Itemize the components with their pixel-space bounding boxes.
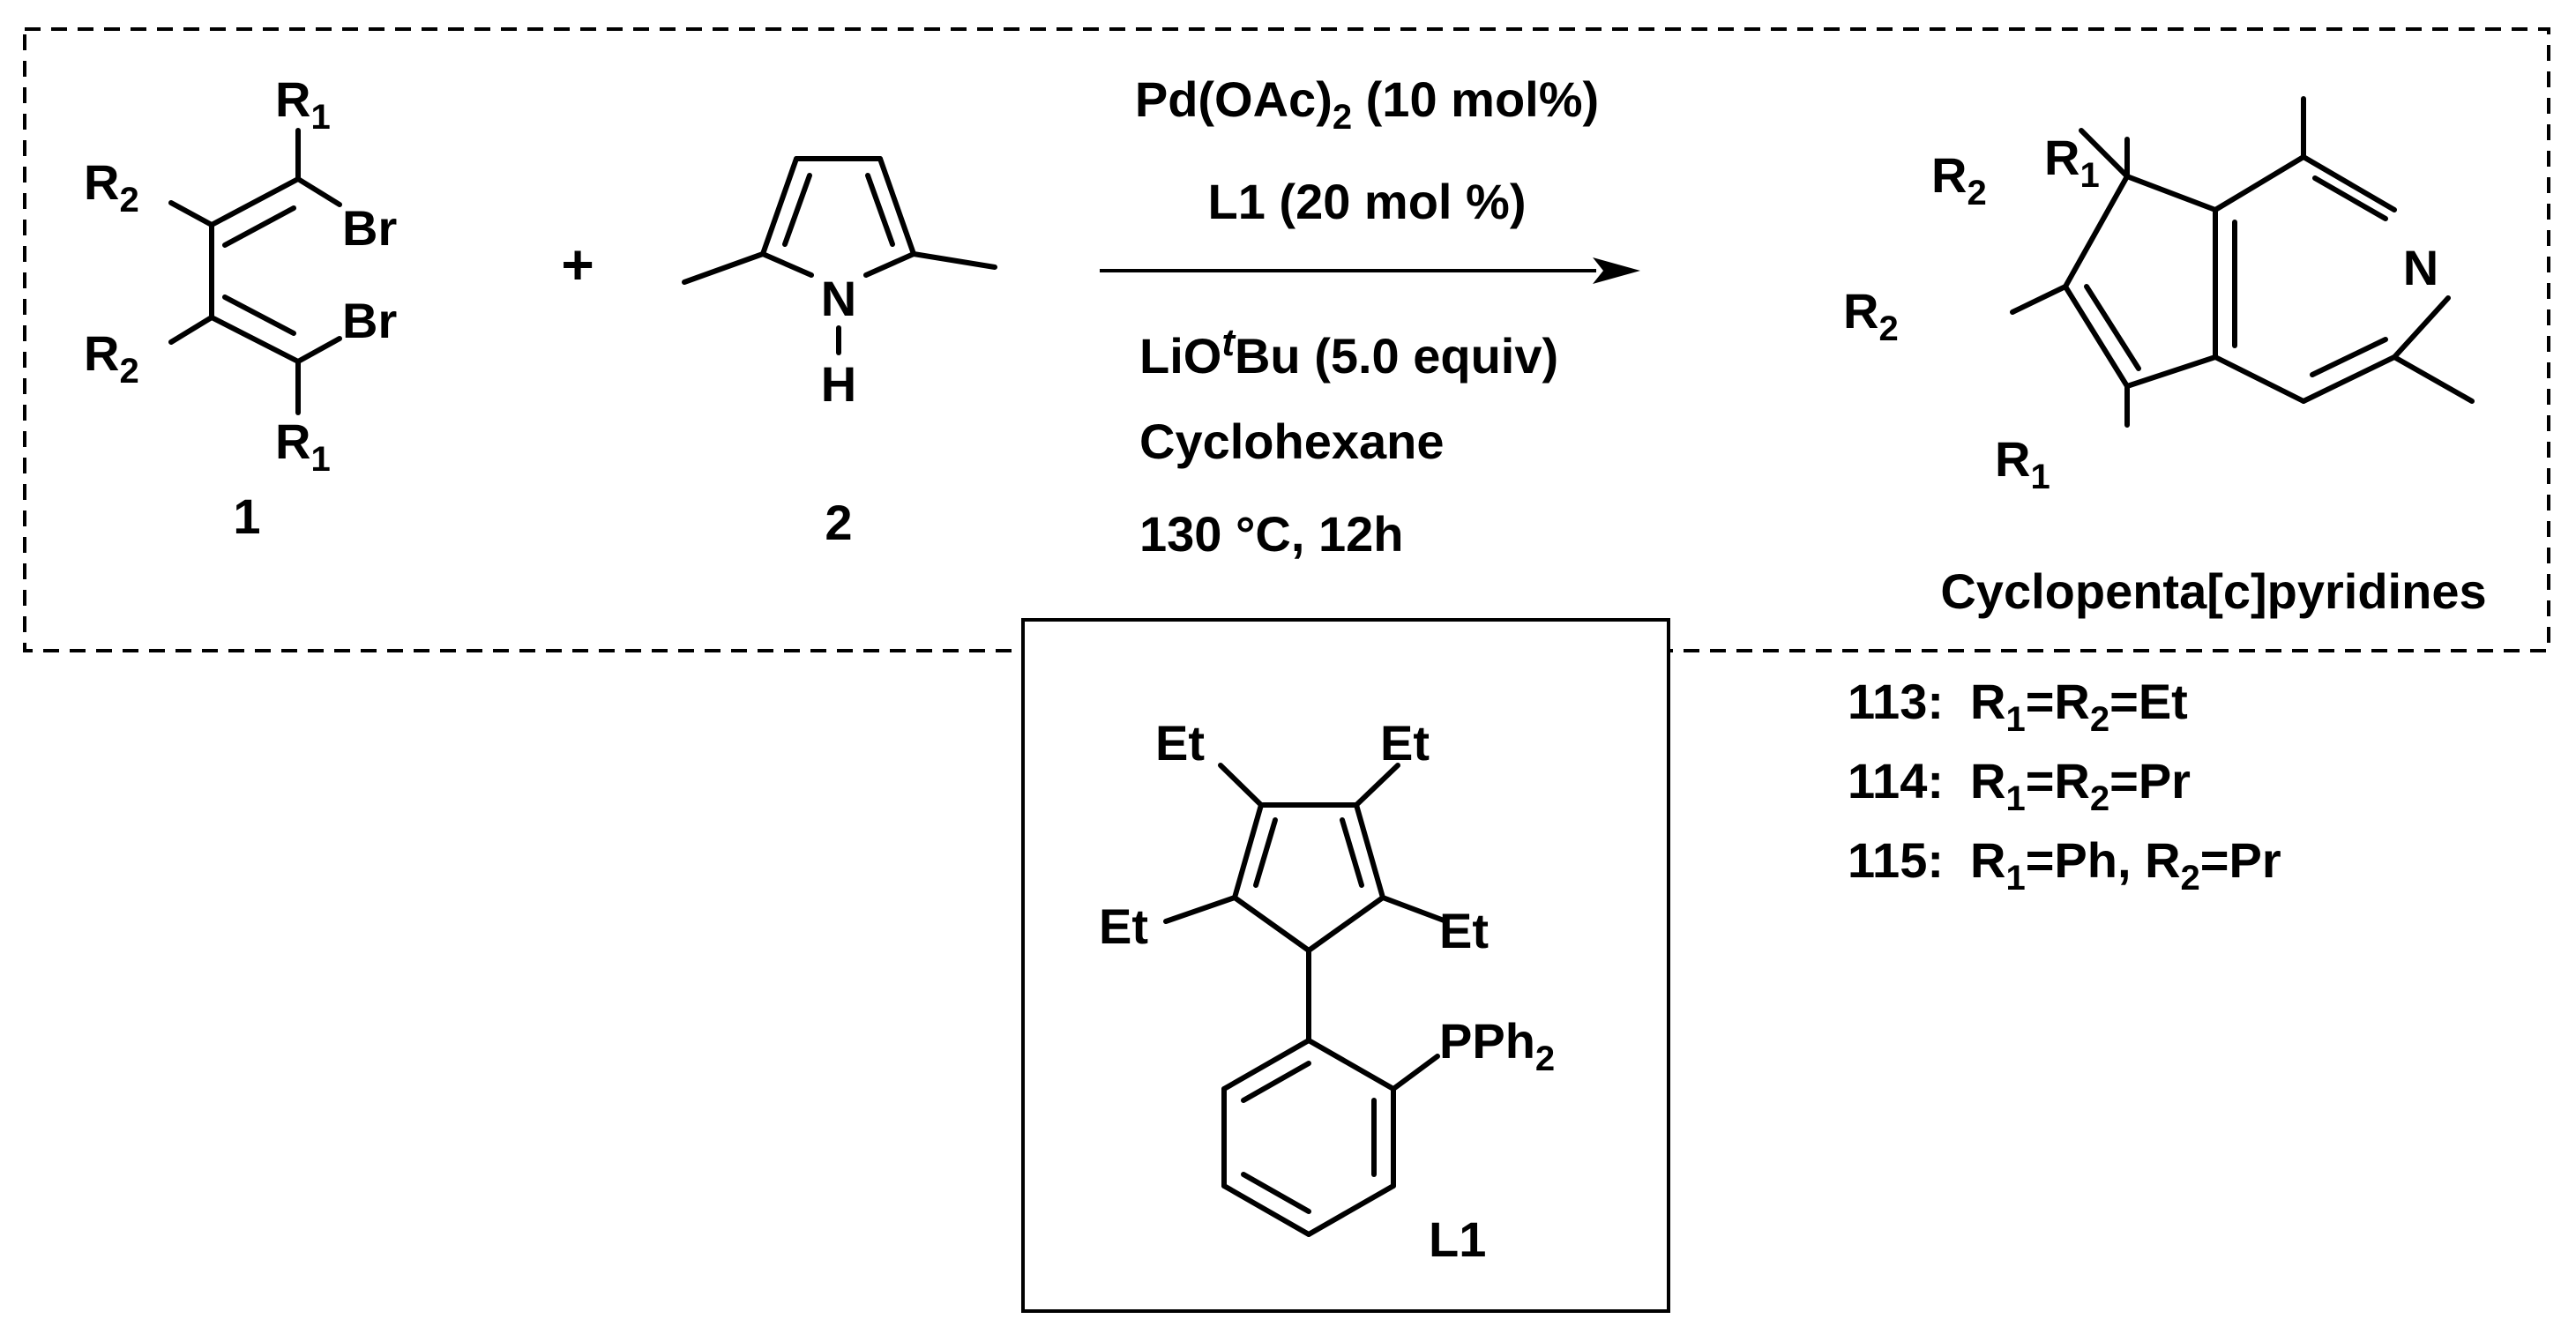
pyrrole-h-label: H [821, 356, 856, 412]
compound-1-label: 1 [233, 488, 260, 544]
ligand-bonds [1163, 763, 1449, 1237]
reactant-1-bonds [168, 128, 342, 415]
r2-top-label: R2 [84, 154, 139, 220]
entry-113: 113:R1=R2=Et [1848, 674, 2188, 739]
entry-115: 115:R1=Ph, R2=Pr [1848, 832, 2281, 898]
ligand-et-top-right: Et [1380, 715, 1430, 771]
plus-sign: + [561, 233, 594, 296]
product-name: Cyclopenta[c]pyridines [1940, 563, 2486, 619]
product-n-label: N [2403, 240, 2438, 295]
product-r1-quaternary-label: R1 [2044, 130, 2100, 195]
br-top-label: Br [342, 200, 397, 256]
reaction-arrow-head [1593, 257, 1640, 284]
pyrrole-n-label: N [821, 271, 856, 326]
reaction-conditions: Pd(OAc)2 (10 mol%) L1 (20 mol %) LiOtBu … [1100, 71, 1640, 562]
r1-top-label: R1 [275, 71, 331, 137]
reactant-2-bonds [682, 156, 997, 355]
r1-bottom-label: R1 [275, 414, 331, 479]
ligand-et-bottom-right: Et [1439, 903, 1489, 958]
product-r2-vinyl-label: R2 [1843, 283, 1899, 348]
ligand-et-top-left: Et [1155, 715, 1205, 771]
product-r1-vinyl-label: R1 [1995, 431, 2050, 496]
substituent-entries: 113:R1=R2=Et 114:R1=R2=Pr 115:R1=Ph, R2=… [1848, 674, 2281, 898]
product-r2-quaternary-label: R2 [1931, 147, 1987, 212]
reactant-1-dibromodiene: R1 R2 Br Br R2 R1 1 [84, 71, 397, 544]
ligand-pph2-label: PPh2 [1439, 1013, 1555, 1078]
r2-bottom-label: R2 [84, 325, 139, 391]
ligand-frame [1021, 618, 1670, 1313]
ligand-loading-text: L1 (20 mol %) [1208, 174, 1527, 229]
reactant-2-dimethylpyrrole: N H 2 [682, 156, 997, 550]
solvent-text: Cyclohexane [1139, 414, 1445, 469]
product-cyclopentapyridine: N R2 R1 R2 R1 Cyclopenta[c]pyridines [1843, 96, 2487, 619]
entry-114: 114:R1=R2=Pr [1848, 753, 2191, 818]
ligand-l1-label: L1 [1429, 1211, 1486, 1267]
temperature-text: 130 °C, 12h [1139, 506, 1403, 562]
compound-2-label: 2 [825, 495, 852, 550]
ligand-et-bottom-left: Et [1099, 898, 1148, 954]
product-bonds [2010, 96, 2475, 428]
base-text: LiOtBu (5.0 equiv) [1139, 321, 1558, 384]
ligand-l1-box: Et Et Et Et PPh2 L1 [1021, 618, 1670, 1313]
catalyst-text: Pd(OAc)2 (10 mol%) [1135, 71, 1599, 137]
br-bottom-label: Br [342, 293, 397, 348]
